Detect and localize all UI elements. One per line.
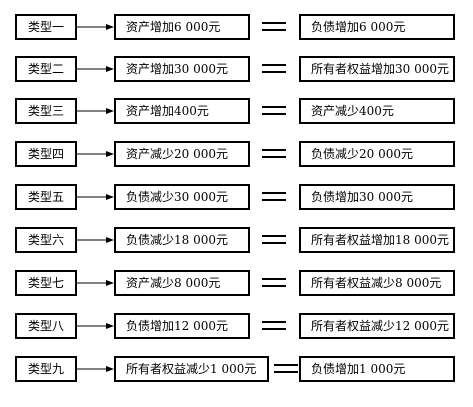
arrow-right-icon [77,24,114,30]
arrow-right-icon [77,66,114,72]
left-change-box: 资产增加6 000元 [114,14,250,40]
arrow-right-icon [77,323,114,329]
right-change-box: 所有者权益减少8 000元 [299,270,455,296]
left-change-box: 资产增加400元 [114,98,250,124]
equals-sign [262,148,286,160]
equals-sign [262,234,286,246]
type-box: 类型六 [15,227,77,253]
arrow-right-icon [77,237,114,243]
type-box: 类型一 [15,14,77,40]
right-change-box: 负债增加6 000元 [299,14,455,40]
left-change-box: 资产增加30 000元 [114,56,250,82]
equals-sign [262,21,286,33]
arrow-right-icon [77,108,114,114]
type-box: 类型三 [15,98,77,124]
type-box: 类型二 [15,56,77,82]
left-change-box: 资产减少8 000元 [114,270,250,296]
type-box: 类型四 [15,141,77,167]
left-change-box: 资产减少20 000元 [114,141,250,167]
left-change-box: 负债减少18 000元 [114,227,250,253]
type-box: 类型九 [15,356,77,382]
type-box: 类型七 [15,270,77,296]
left-change-box: 负债增加12 000元 [114,313,250,339]
right-change-box: 负债增加1 000元 [299,356,455,382]
right-change-box: 资产减少400元 [299,98,455,124]
equals-sign [262,105,286,117]
type-box: 类型八 [15,313,77,339]
left-change-box: 所有者权益减少1 000元 [114,356,269,382]
equals-sign [262,320,286,332]
right-change-box: 所有者权益增加18 000元 [299,227,455,253]
arrow-right-icon [77,151,114,157]
arrow-right-icon [77,280,114,286]
right-change-box: 所有者权益减少12 000元 [299,313,455,339]
left-change-box: 负债减少30 000元 [114,184,250,210]
equals-sign [274,363,298,375]
equals-sign [262,191,286,203]
right-change-box: 负债增加30 000元 [299,184,455,210]
arrow-right-icon [77,194,114,200]
right-change-box: 所有者权益增加30 000元 [299,56,455,82]
equals-sign [262,63,286,75]
type-box: 类型五 [15,184,77,210]
equals-sign [262,277,286,289]
arrow-right-icon [77,366,114,372]
right-change-box: 负债减少20 000元 [299,141,455,167]
